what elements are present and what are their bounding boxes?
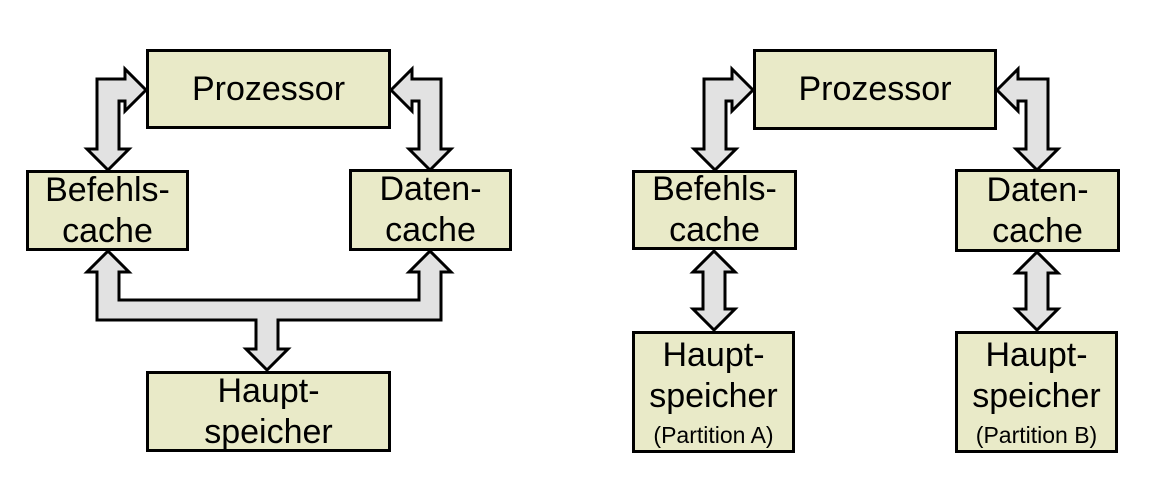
left-main-memory-label-line2: speicher bbox=[204, 412, 333, 451]
right-main-memory-partition-b-box: Haupt- speicher (Partition B) bbox=[955, 331, 1118, 453]
right-main-memory-partition-a-box: Haupt- speicher (Partition A) bbox=[632, 331, 795, 453]
left-processor-box: Prozessor bbox=[146, 49, 391, 129]
left-instruction-cache-label-line1: Befehls- bbox=[45, 170, 170, 209]
left-main-memory-label-line1: Haupt- bbox=[217, 371, 320, 410]
right-data-cache-label-line1: Daten- bbox=[986, 170, 1089, 209]
right-main-memory-b-label-line2: speicher bbox=[972, 376, 1101, 415]
right-processor-label: Prozessor bbox=[798, 70, 952, 108]
right-processor-data-cache-arrow bbox=[994, 65, 1062, 173]
left-memory-caches-arrow bbox=[83, 248, 455, 373]
right-data-cache-box: Daten- cache bbox=[955, 169, 1120, 252]
right-instruction-cache-box: Befehls- cache bbox=[632, 170, 797, 250]
left-data-cache-label-line2: cache bbox=[385, 211, 476, 249]
left-instruction-cache-box: Befehls- cache bbox=[26, 170, 189, 251]
right-main-memory-a-label-line1: Haupt- bbox=[662, 335, 765, 374]
right-main-memory-a-partition-label: (Partition A) bbox=[653, 421, 774, 448]
left-processor-data-cache-arrow bbox=[388, 65, 455, 173]
right-main-memory-a-label-line2: speicher bbox=[649, 376, 778, 415]
left-main-memory-box: Haupt- speicher bbox=[146, 371, 391, 452]
left-processor-instruction-cache-arrow bbox=[83, 65, 149, 173]
right-main-memory-b-label-line1: Haupt- bbox=[985, 335, 1088, 374]
right-instruction-cache-label-line1: Befehls- bbox=[652, 170, 777, 208]
right-data-cache-memory-arrow bbox=[1012, 249, 1062, 333]
right-instruction-cache-label-line2: cache bbox=[669, 211, 760, 249]
right-processor-instruction-cache-arrow bbox=[690, 65, 756, 173]
right-data-cache-label-line2: cache bbox=[992, 211, 1083, 250]
right-processor-box: Prozessor bbox=[753, 49, 997, 130]
left-instruction-cache-label-line2: cache bbox=[62, 211, 153, 250]
left-processor-label: Prozessor bbox=[191, 69, 346, 108]
left-data-cache-box: Daten- cache bbox=[349, 169, 512, 251]
right-main-memory-b-partition-label: (Partition B) bbox=[975, 421, 1098, 448]
left-data-cache-label-line1: Daten- bbox=[379, 170, 482, 208]
right-instruction-cache-memory-arrow bbox=[689, 248, 739, 333]
